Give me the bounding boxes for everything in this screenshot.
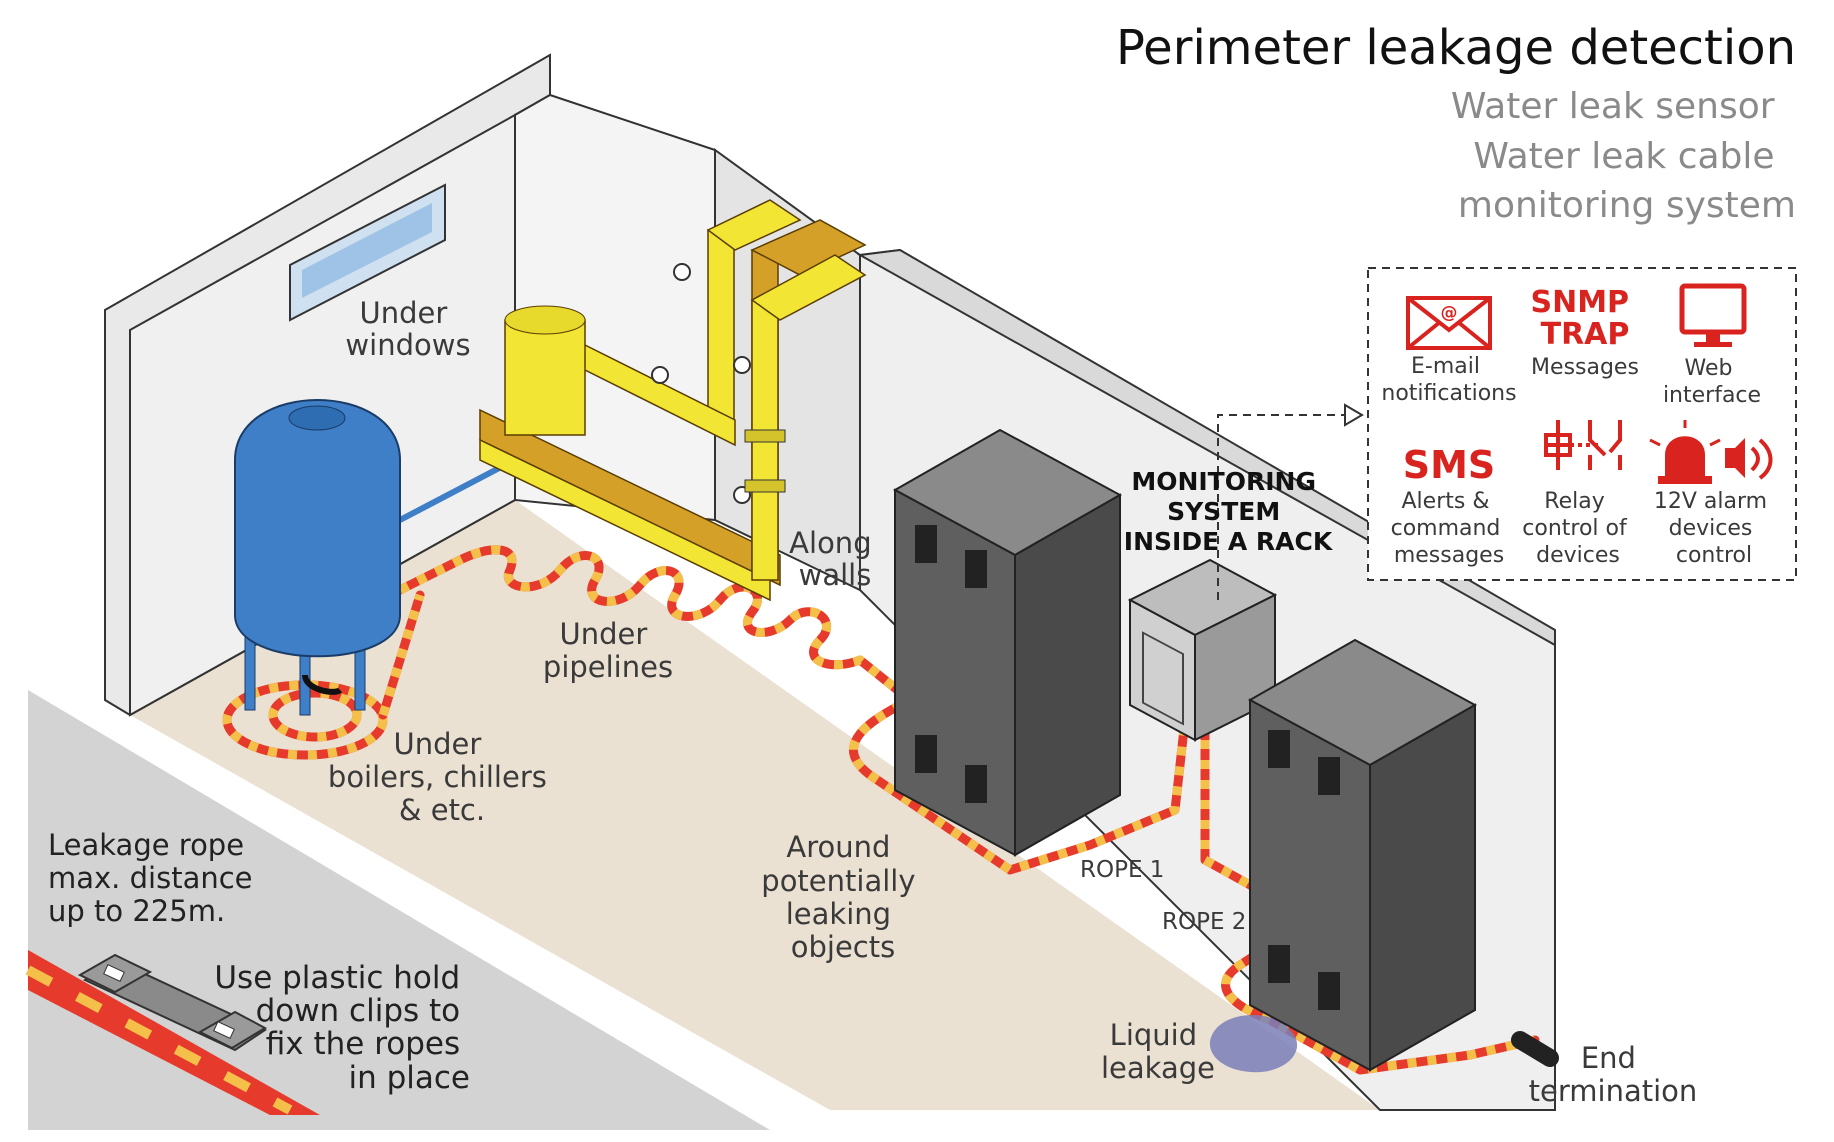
label-under-pipelines: Under pipelines xyxy=(543,617,673,684)
connector-arrow-icon xyxy=(1344,403,1364,427)
rack-right xyxy=(1247,638,1478,1072)
expansion-tank xyxy=(234,399,507,716)
rack-left-side xyxy=(1014,493,1121,857)
features-panel: @ E-mail notifications SNMP TRAP Message… xyxy=(1367,267,1797,581)
label-rope-1: ROPE 1 xyxy=(1080,857,1164,883)
monitor-box-panel xyxy=(1142,631,1184,726)
floor xyxy=(130,500,1380,1110)
end-termination xyxy=(1511,1031,1559,1067)
clip-hole-1 xyxy=(103,964,125,982)
pipe-flange xyxy=(744,479,786,493)
boiler-loop-inner-dash xyxy=(268,688,362,742)
clip-panel xyxy=(25,690,770,1130)
panel-rope-dash xyxy=(25,965,293,1115)
label-rope-2: ROPE 2 xyxy=(1162,909,1246,935)
header-vessel xyxy=(504,319,586,436)
sms-icon: SMS xyxy=(1403,443,1496,487)
monitoring-system-label: MONITORING SYSTEM INSIDE A RACK xyxy=(1124,467,1334,556)
email-label: E-mail notifications xyxy=(1381,354,1516,406)
rack-vent xyxy=(1268,945,1290,983)
svg-text:@: @ xyxy=(1441,303,1458,323)
relay-icon xyxy=(1544,420,1622,470)
pipe-yellow-top-1 xyxy=(706,199,802,251)
pressure-gauge-icon xyxy=(651,366,669,384)
clip-hole-2 xyxy=(213,1021,235,1039)
window-glass xyxy=(302,203,432,298)
boiler-loop-outer-dash xyxy=(222,680,388,760)
snmp-trap-icon: SNMP TRAP xyxy=(1530,285,1639,352)
end-cap xyxy=(1511,1031,1559,1067)
alarm-siren-icon xyxy=(1649,420,1773,484)
rack-vent xyxy=(1318,972,1340,1010)
sms-label: Alerts & command messages xyxy=(1391,489,1508,568)
rack-vent xyxy=(965,550,987,588)
pipeline xyxy=(479,199,867,602)
relay-label: Relay control of devices xyxy=(1522,489,1633,568)
tank-top-cap xyxy=(288,405,346,431)
rack-vent xyxy=(915,525,937,563)
label-along-walls: Along walls xyxy=(789,526,881,592)
rope-1-dashes xyxy=(397,545,1190,875)
page-title: Perimeter leakage detection xyxy=(1116,20,1796,76)
panel-rope-red xyxy=(28,950,320,1115)
label-clips: Use plastic hold down clips to fix the r… xyxy=(214,960,470,1096)
pressure-gauge-icon xyxy=(733,356,751,374)
pipe-gold-top xyxy=(750,219,867,276)
subtitle: Water leak sensor Water leak cable monit… xyxy=(1451,86,1796,226)
hold-down-clip xyxy=(77,953,268,1052)
alarm-label: 12V alarm devices control xyxy=(1654,489,1774,568)
liquid-puddle xyxy=(1209,1015,1298,1073)
boiler-link-dash xyxy=(378,593,425,717)
rope-1 xyxy=(222,545,1190,875)
tank-pipe xyxy=(398,462,507,523)
web-label: Web interface xyxy=(1663,356,1761,408)
rack-vent xyxy=(965,765,987,803)
monitor-icon xyxy=(1679,283,1747,347)
rack-vent xyxy=(915,735,937,773)
tank-body xyxy=(234,399,401,658)
rack-right-side xyxy=(1369,703,1476,1072)
connector-line xyxy=(1217,414,1345,600)
pipe-yellow-top-2 xyxy=(750,254,867,321)
header-vessel-top xyxy=(504,305,586,335)
pipe-flange xyxy=(744,429,786,443)
label-liquid-leakage: Liquid leakage xyxy=(1101,1018,1215,1085)
rack-left xyxy=(892,428,1123,857)
tank-outlet xyxy=(302,674,343,695)
rack-vent xyxy=(1268,730,1290,768)
label-around-objects: Around potentially leaking objects xyxy=(761,830,924,964)
label-under-windows: Under windows xyxy=(345,296,470,362)
pipe-yellow-vertical-1 xyxy=(707,229,735,431)
snmp-label: Messages xyxy=(1531,355,1639,380)
pipe-gold-lower xyxy=(479,408,781,587)
rack-vent xyxy=(1318,757,1340,795)
pressure-gauge-icon xyxy=(673,263,691,281)
label-end-termination: End termination xyxy=(1529,1041,1698,1108)
label-max-distance: Leakage rope max. distance up to 225m. xyxy=(48,828,262,928)
email-icon: @ xyxy=(1406,296,1492,350)
pipe-yellow-lower xyxy=(479,438,771,602)
label-under-boilers: Under boilers, chillers & etc. xyxy=(328,727,556,827)
rack-left-front xyxy=(894,488,1016,857)
